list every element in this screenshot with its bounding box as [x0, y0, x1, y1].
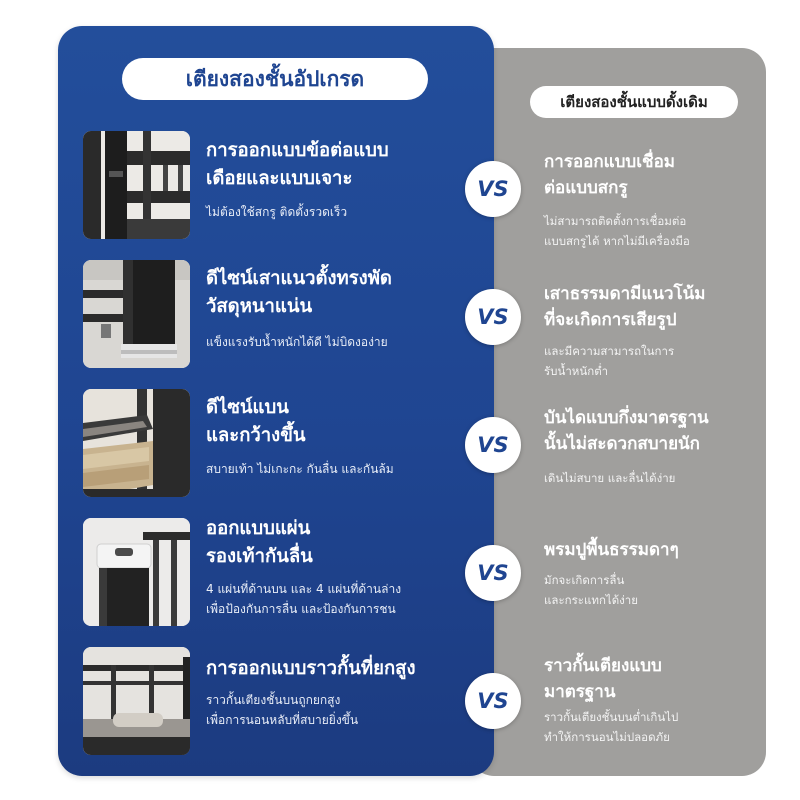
- plain-column-title: เสาธรรมดามีแนวโน้ม ที่จะเกิดการเสียรูป: [544, 281, 756, 333]
- title-line: รองเท้ากันลื่น: [206, 546, 313, 567]
- title-line: บันไดแบบกึ่งมาตรฐาน: [544, 408, 709, 428]
- desc-line: แข็งแรงรับน้ำหนักได้ดี ไม่บิดงอง่าย: [206, 335, 388, 349]
- desc-line: ราวกั้นเตียงชั้นบนถูกยกสูง: [206, 693, 341, 707]
- title-line: ดีไซน์แบน: [206, 397, 289, 418]
- joint-desc: ไม่ต้องใช้สกรู ติดตั้งรวดเร็ว: [206, 202, 476, 222]
- traditional-header-label: เตียงสองชั้นแบบดั้งเดิม: [560, 93, 708, 111]
- guardrail-title: การออกแบบราวกั้นที่ยกสูง: [206, 655, 456, 683]
- column-title: ดีไซน์เสาแนวตั้งทรงพัด วัสดุหนาแน่น: [206, 265, 456, 321]
- desc-line: เพื่อการนอนหลับที่สบายยิ่งขึ้น: [206, 713, 359, 727]
- traditional-panel: [470, 48, 766, 776]
- traditional-header: เตียงสองชั้นแบบดั้งเดิม: [530, 86, 738, 118]
- desc-line: ราวกั้นเตียงชั้นบนต่ำเกินไป: [544, 710, 679, 724]
- foot-pad-photo: [83, 518, 190, 626]
- screw-desc: ไม่สามารถติดตั้งการเชื่อมต่อ แบบสกรูได้ …: [544, 211, 756, 251]
- foot-pad-desc: 4 แผ่นที่ด้านบน และ 4 แผ่นที่ด้านล่าง เพ…: [206, 579, 476, 619]
- vs-badge: VS: [465, 417, 521, 473]
- vs-badge: VS: [465, 289, 521, 345]
- title-line: การออกแบบราวกั้นที่ยกสูง: [206, 658, 416, 679]
- column-desc: แข็งแรงรับน้ำหนักได้ดี ไม่บิดงอง่าย: [206, 332, 476, 352]
- title-line: ดีไซน์เสาแนวตั้งทรงพัด: [206, 268, 392, 289]
- desc-line: ไม่ต้องใช้สกรู ติดตั้งรวดเร็ว: [206, 205, 348, 219]
- vs-label: VS: [477, 433, 509, 457]
- vs-label: VS: [477, 177, 509, 201]
- title-line: ที่จะเกิดการเสียรูป: [544, 310, 677, 330]
- title-line: มาตรฐาน: [544, 682, 616, 702]
- upgrade-header-label: เตียงสองชั้นอัปเกรด: [185, 66, 365, 91]
- plain-mat-title: พรมปูพื้นธรรมดาๆ: [544, 537, 756, 563]
- vs-label: VS: [477, 305, 509, 329]
- title-line: ราวกั้นเตียงแบบ: [544, 656, 662, 676]
- joint-title: การออกแบบข้อต่อแบบ เดือยและแบบเจาะ: [206, 137, 456, 193]
- desc-line: เพื่อป้องกันการลื่น และป้องกันการชน: [206, 602, 396, 616]
- desc-line: 4 แผ่นที่ด้านบน และ 4 แผ่นที่ด้านล่าง: [206, 582, 402, 596]
- desc-line: รับน้ำหนักต่ำ: [544, 364, 609, 378]
- foot-pad-title: ออกแบบแผ่น รองเท้ากันลื่น: [206, 515, 456, 571]
- desc-line: ทำให้การนอนไม่ปลอดภัย: [544, 730, 670, 744]
- title-line: การออกแบบข้อต่อแบบ: [206, 140, 389, 161]
- vs-badge: VS: [465, 545, 521, 601]
- desc-line: เดินไม่สบาย และลื่นได้ง่าย: [544, 471, 676, 485]
- title-line: พรมปูพื้นธรรมดาๆ: [544, 540, 679, 560]
- plain-mat-desc: มักจะเกิดการลื่น และกระแทกได้ง่าย: [544, 570, 756, 610]
- desc-line: สบายเท้า ไม่เกะกะ กันลื่น และกันล้ม: [206, 462, 394, 476]
- guardrail-photo: [83, 647, 190, 755]
- upgrade-header: เตียงสองชั้นอัปเกรด: [122, 58, 428, 100]
- title-line: เสาธรรมดามีแนวโน้ม: [544, 284, 706, 304]
- semi-stair-title: บันไดแบบกึ่งมาตรฐาน นั้นไม่สะดวกสบายนัก: [544, 405, 756, 457]
- title-line: นั้นไม่สะดวกสบายนัก: [544, 434, 700, 454]
- title-line: วัสดุหนาแน่น: [206, 296, 313, 317]
- desc-line: มักจะเกิดการลื่น: [544, 573, 625, 587]
- standard-rail-desc: ราวกั้นเตียงชั้นบนต่ำเกินไป ทำให้การนอนไ…: [544, 707, 756, 747]
- title-line: และกว้างขึ้น: [206, 425, 306, 446]
- desc-line: และกระแทกได้ง่าย: [544, 593, 638, 607]
- desc-line: แบบสกรูได้ หากไม่มีเครื่องมือ: [544, 234, 690, 248]
- stair-title: ดีไซน์แบน และกว้างขึ้น: [206, 394, 456, 450]
- title-line: ต่อแบบสกรู: [544, 178, 628, 198]
- screw-title: การออกแบบเชื่อม ต่อแบบสกรู: [544, 149, 756, 201]
- vs-label: VS: [477, 689, 509, 713]
- guardrail-desc: ราวกั้นเตียงชั้นบนถูกยกสูง เพื่อการนอนหล…: [206, 690, 476, 730]
- stair-desc: สบายเท้า ไม่เกะกะ กันลื่น และกันล้ม: [206, 459, 476, 479]
- desc-line: ไม่สามารถติดตั้งการเชื่อมต่อ: [544, 214, 687, 228]
- joint-photo: [83, 131, 190, 239]
- semi-stair-desc: เดินไม่สบาย และลื่นได้ง่าย: [544, 468, 756, 488]
- stair-photo: [83, 389, 190, 497]
- vs-label: VS: [477, 561, 509, 585]
- standard-rail-title: ราวกั้นเตียงแบบ มาตรฐาน: [544, 653, 756, 705]
- title-line: เดือยและแบบเจาะ: [206, 168, 353, 189]
- vs-badge: VS: [465, 161, 521, 217]
- title-line: การออกแบบเชื่อม: [544, 152, 675, 172]
- plain-column-desc: และมีความสามารถในการ รับน้ำหนักต่ำ: [544, 341, 756, 381]
- vs-badge: VS: [465, 673, 521, 729]
- title-line: ออกแบบแผ่น: [206, 518, 311, 539]
- column-photo: [83, 260, 190, 368]
- desc-line: และมีความสามารถในการ: [544, 344, 675, 358]
